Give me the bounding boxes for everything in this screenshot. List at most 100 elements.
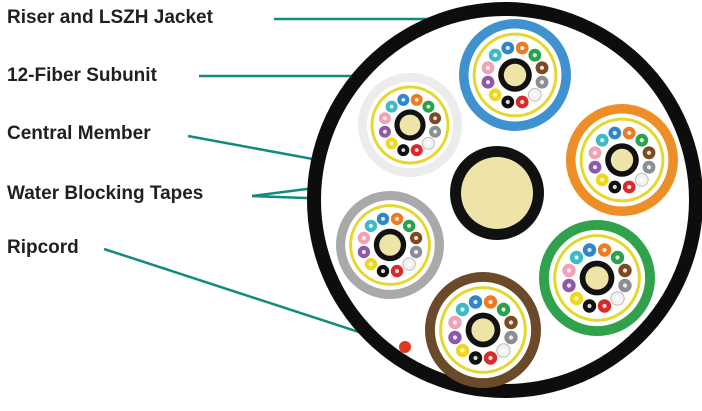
- fiber-core: [602, 247, 607, 253]
- fiber-core: [612, 130, 617, 136]
- fiber-core: [639, 138, 644, 143]
- fiber-core: [395, 216, 399, 221]
- yarn-ring: [472, 32, 558, 118]
- fiber-core: [452, 335, 458, 340]
- fiber-core: [414, 148, 419, 153]
- fiber-core: [493, 92, 498, 97]
- subunit-white: [358, 73, 462, 177]
- fiber-core: [485, 80, 491, 85]
- fiber-core: [566, 268, 572, 273]
- fiber-core: [473, 299, 478, 305]
- fiber-core: [485, 65, 491, 70]
- fiber-core: [505, 99, 510, 105]
- fiber-core: [622, 283, 628, 288]
- yarn-ring: [579, 117, 665, 203]
- fiber-core: [627, 184, 632, 190]
- fiber-core: [381, 269, 385, 274]
- ripcord: [399, 341, 411, 353]
- leader-ripcord: [103, 247, 406, 349]
- fiber-core: [381, 216, 385, 221]
- fiber-core: [389, 104, 394, 109]
- fiber-core: [389, 141, 394, 146]
- fiber-core: [488, 299, 493, 305]
- fiber-core: [395, 269, 399, 274]
- fiber-core: [508, 320, 514, 325]
- fiber-core: [407, 262, 412, 267]
- subunit-center: [471, 318, 495, 342]
- fiber-core: [460, 307, 465, 312]
- fiber-core: [505, 45, 510, 51]
- fiber-core: [587, 303, 592, 309]
- fiber-core: [401, 98, 406, 102]
- fiber-core: [574, 296, 579, 301]
- fiber-core: [532, 53, 537, 58]
- label-water-blocking-tapes: Water Blocking Tapes: [7, 183, 204, 204]
- cable-body: [307, 2, 702, 398]
- fiber-core: [426, 104, 431, 109]
- fiber-core: [488, 355, 493, 361]
- subunit-brown: [425, 272, 541, 388]
- fiber-core: [639, 177, 644, 182]
- fiber-core: [539, 80, 545, 85]
- fiber-core: [414, 236, 419, 240]
- subunit-blue: [459, 19, 571, 131]
- fiber-core: [566, 283, 572, 288]
- fiber-core: [361, 250, 366, 254]
- fiber-core: [414, 250, 419, 254]
- subunit-center: [503, 63, 527, 87]
- label-central-member: Central Member: [7, 123, 151, 144]
- fiber-core: [615, 255, 620, 260]
- fiber-core: [520, 99, 525, 105]
- fiber-core: [600, 138, 605, 143]
- central-member: [461, 157, 533, 229]
- fiber-core: [407, 223, 412, 228]
- fiber-core: [622, 268, 628, 273]
- fiber-core: [383, 129, 387, 134]
- fiber-core: [501, 307, 506, 312]
- subunit-slate: [336, 191, 444, 299]
- fiber-core: [587, 247, 592, 253]
- fiber-core: [368, 223, 373, 228]
- yarn-ring: [439, 286, 527, 374]
- fiber-core: [539, 65, 545, 70]
- fiber-core: [627, 130, 632, 136]
- label-ripcord: Ripcord: [7, 237, 79, 258]
- fiber-core: [433, 129, 437, 134]
- fiber-core: [508, 335, 514, 340]
- subunit-center: [379, 234, 401, 256]
- fiber-core: [361, 236, 366, 240]
- subunit-center: [585, 266, 609, 290]
- fiber-core: [602, 303, 607, 309]
- label-subunit: 12-Fiber Subunit: [7, 65, 157, 86]
- subunit-green: [539, 220, 655, 336]
- fiber-core: [592, 150, 598, 155]
- fiber-core: [433, 116, 437, 121]
- fiber-core: [520, 45, 525, 51]
- fiber-core: [401, 148, 406, 153]
- fiber-core: [646, 165, 652, 170]
- fiber-core: [612, 184, 617, 190]
- fiber-core: [383, 116, 387, 121]
- fiber-core: [501, 348, 506, 353]
- fiber-core: [532, 92, 537, 97]
- yarn-ring: [349, 204, 431, 286]
- fiber-core: [592, 165, 598, 170]
- fiber-core: [615, 296, 620, 301]
- fiber-core: [646, 150, 652, 155]
- fiber-core: [473, 355, 478, 361]
- fiber-core: [426, 141, 431, 146]
- fiber-core: [368, 262, 373, 267]
- subunit-center: [399, 114, 421, 136]
- fiber-core: [460, 348, 465, 353]
- fiber-core: [414, 98, 419, 102]
- subunit-orange: [566, 104, 678, 216]
- subunit-center: [610, 148, 634, 172]
- fiber-core: [600, 177, 605, 182]
- fiber-core: [574, 255, 579, 260]
- yarn-ring: [370, 85, 450, 165]
- fiber-core: [493, 53, 498, 58]
- yarn-ring: [553, 234, 641, 322]
- fiber-core: [452, 320, 458, 325]
